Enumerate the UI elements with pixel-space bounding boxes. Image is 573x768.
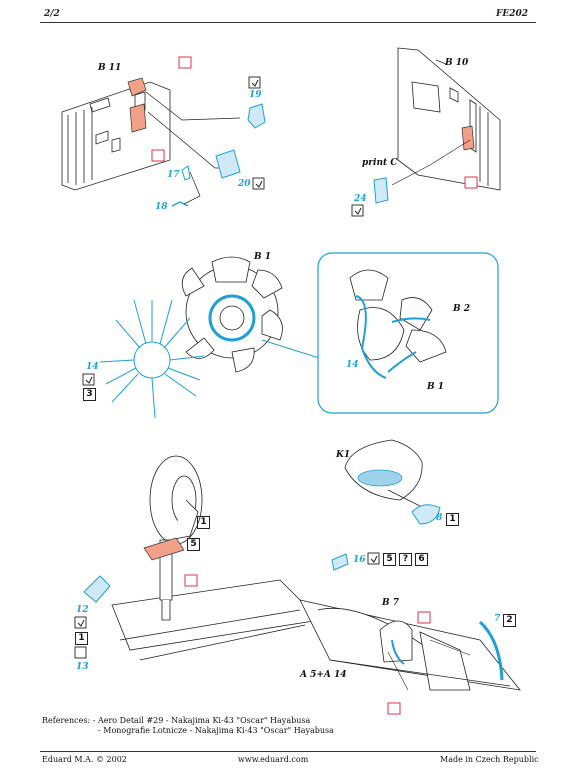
step-box-5-wheel: 5 [187,538,200,551]
label-b10: B 10 [445,58,469,68]
pe-part-20 [215,149,241,179]
b11-painted-parts [127,77,147,133]
inset-engine-drawing [349,269,447,363]
part-number-14-inset: 14 [346,360,359,370]
part-number-24: 24 [354,194,367,204]
footer-website: www.eduard.com [238,755,309,764]
pe-part-8 [411,504,441,525]
step-box-5-canopy: 5 [383,553,396,566]
part-number-17: 17 [167,170,180,180]
reference-line-2: - Monografie Lotnicze - Nakajima Ki-43 "… [98,726,334,735]
top-rule [40,22,536,23]
part-number-16: 16 [353,555,366,565]
step-box-6-canopy: 6 [415,553,428,566]
label-b1-engine: B 1 [254,252,272,262]
footer-copyright: Eduard M.A. © 2002 [42,755,127,764]
part-number-20: 20 [238,179,251,189]
leader-line [387,489,421,507]
step-box-1-k1: 1 [446,513,459,526]
footer-origin: Made in Czech Republic [440,755,539,764]
pe-part-16 [331,553,349,571]
label-print-c: print C [362,158,398,168]
part-number-19: 19 [249,90,262,100]
check-box-icons [74,76,380,659]
paint-flag-icons [151,56,478,715]
k1-gunsight-drawing [344,439,423,501]
leader-line [387,639,471,691]
leader-line [145,91,241,121]
leader-line [391,139,471,186]
set-code: FE202 [496,9,529,19]
label-k1: K1 [336,450,351,460]
leader-line [183,171,201,205]
part-number-18: 18 [155,202,168,212]
step-box-2: 2 [503,614,516,627]
references-block: References: - Aero Detail #29 - Nakajima… [42,716,334,736]
b10-sidewall-drawing [397,47,501,191]
reference-line-1: References: - Aero Detail #29 - Nakajima… [42,716,311,725]
part-number-12: 12 [76,605,89,615]
pe-part-blue-rim [391,639,405,665]
pe-part-18 [171,201,189,207]
b10-painted-part [461,125,475,151]
part-number-13: 13 [76,662,89,672]
part-number-14: 14 [86,362,99,372]
part-number-8: 8 [436,513,443,523]
step-box-question: ? [399,553,412,566]
detail-inset-frame [317,252,499,414]
label-b7: B 7 [382,598,400,608]
page-number: 2/2 [44,9,60,19]
label-b2: B 2 [453,304,471,314]
label-a5-a14: A 5+A 14 [300,670,347,680]
step-box-1-left: 1 [75,632,88,645]
pe-part-7 [478,620,504,681]
label-b1-inset: B 1 [427,382,445,392]
cockpit-drawing [299,599,521,691]
engine-b1-drawing [181,256,283,373]
pe-part-24 [373,177,389,204]
step-box-3: 3 [83,388,96,401]
bottom-rule [40,751,536,752]
inset-pe-part-14 [355,295,431,379]
b11-sidewall-drawing [61,81,171,191]
pe-part-19 [247,103,266,129]
pe-part-14-radial [99,299,205,419]
pe-part-17 [181,165,191,181]
gear-painted-part [143,537,185,561]
label-b11: B 11 [98,63,122,73]
step-box-1-wheel: 1 [197,516,210,529]
landing-gear-drawing [111,455,321,661]
pe-part-12 [83,575,111,603]
check-mark-glyphs [77,79,378,627]
part-number-7: 7 [494,614,501,624]
